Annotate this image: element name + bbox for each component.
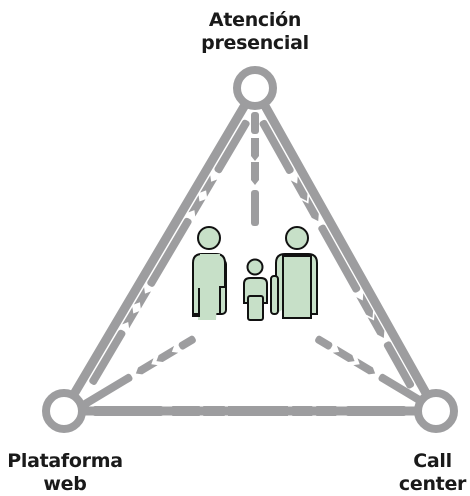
node-label-plataforma-web: Plataforma web [0, 450, 130, 496]
node-label-left-line2: web [43, 473, 87, 495]
node-label-atencion-presencial: Atención presencial [175, 9, 335, 55]
family-icon [192, 226, 318, 321]
flow-arrows [79, 112, 432, 416]
arrow-track-left [89, 119, 250, 385]
node-label-right-line1: Call [413, 450, 452, 472]
triangle-edges [59, 83, 441, 416]
child-figure [243, 258, 268, 321]
node-circle-top [233, 66, 277, 110]
arrow-track-right [259, 119, 415, 389]
arrow-spoke-top [251, 112, 259, 226]
node-circle-right [414, 389, 458, 433]
node-label-call-center: Call center [395, 450, 470, 496]
vertex-nodes [42, 66, 458, 433]
node-label-top-line2: presencial [201, 32, 309, 54]
edge-top-right [250, 83, 441, 416]
node-circle-left [42, 389, 86, 433]
edge-top-left [59, 83, 260, 416]
node-label-left-line1: Plataforma [7, 450, 123, 472]
arrow-track-bottom [92, 406, 407, 416]
node-label-top-line1: Atención [208, 9, 302, 31]
arrow-spoke-left [79, 335, 196, 410]
node-label-right-line2: center [398, 473, 467, 495]
adult-right-figure [270, 226, 318, 319]
adult-left-figure [192, 226, 227, 320]
